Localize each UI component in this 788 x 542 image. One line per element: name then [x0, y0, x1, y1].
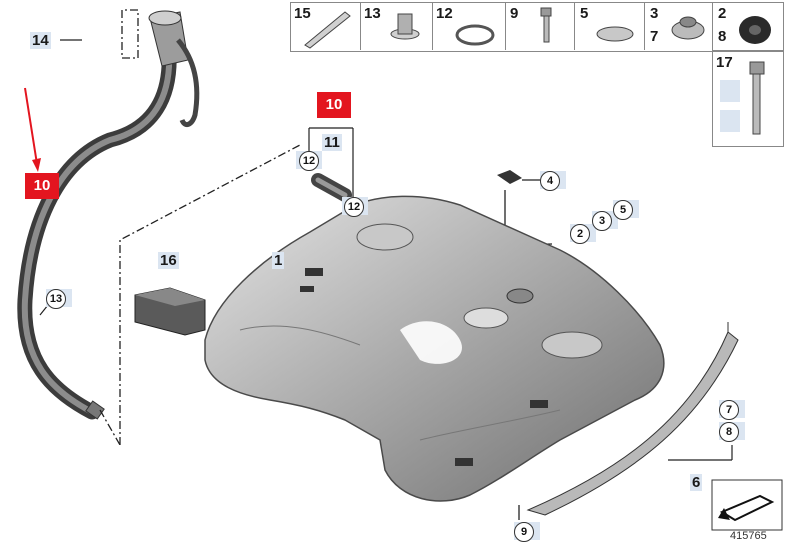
callout-11-text: 11	[322, 134, 342, 151]
circle-callout-3: 3	[592, 211, 612, 231]
grid-divider	[644, 2, 645, 50]
grid-label-2: 2	[718, 5, 727, 22]
circle-callout-12b: 12	[344, 197, 364, 217]
callout-11: 11	[322, 134, 342, 151]
part-4-pad	[497, 170, 522, 184]
circle-callout-8: 8	[719, 422, 739, 442]
grid-divider	[360, 2, 361, 50]
circle-callout-5: 5	[613, 200, 633, 220]
callout-14: 14	[30, 32, 51, 49]
fuel-tank	[204, 195, 665, 502]
red-arrow	[24, 87, 41, 172]
circle-callout-4: 4	[540, 171, 560, 191]
grid-label-17: 17	[716, 54, 733, 71]
callout-10-left: 10	[25, 173, 59, 199]
grid-icons	[304, 7, 771, 135]
grid-label-5: 5	[580, 5, 589, 22]
grid-divider	[574, 2, 575, 50]
vent-pipe	[311, 173, 352, 202]
callout-14-text: 14	[30, 32, 51, 49]
grid-blank-slot	[720, 110, 740, 132]
grid-divider	[712, 2, 713, 50]
circle-callout-2: 2	[570, 224, 590, 244]
parts-grid	[290, 2, 784, 52]
grid-label-15: 15	[294, 5, 311, 22]
part-16-block	[134, 287, 206, 336]
circle-callout-9: 9	[514, 522, 534, 542]
filler-hose	[17, 10, 200, 420]
grid-label-12: 12	[436, 5, 453, 22]
grid-divider	[432, 2, 433, 50]
tank-strap	[526, 322, 739, 516]
callout-1-text: 1	[272, 252, 285, 269]
callout-16-text: 16	[158, 252, 179, 269]
callout-6: 6	[690, 474, 703, 491]
grid-label-9: 9	[510, 5, 519, 22]
grid-label-7: 7	[650, 28, 659, 45]
circle-callout-7: 7	[719, 400, 739, 420]
grid-label-3: 3	[650, 5, 659, 22]
circle-callout-13: 13	[46, 289, 66, 309]
grid-blank-slot	[720, 80, 740, 102]
orientation-icon	[711, 479, 783, 531]
diagram-ref-id: 415765	[730, 530, 767, 542]
callout-6-text: 6	[690, 474, 703, 491]
circle-callout-12a: 12	[299, 151, 319, 171]
callout-1: 1	[272, 252, 285, 269]
grid-label-13: 13	[364, 5, 381, 22]
grid-label-8: 8	[718, 28, 727, 45]
grid-divider	[505, 2, 506, 50]
callout-16: 16	[158, 252, 179, 269]
callout-10-top: 10	[317, 92, 351, 118]
side-grid	[712, 50, 784, 147]
